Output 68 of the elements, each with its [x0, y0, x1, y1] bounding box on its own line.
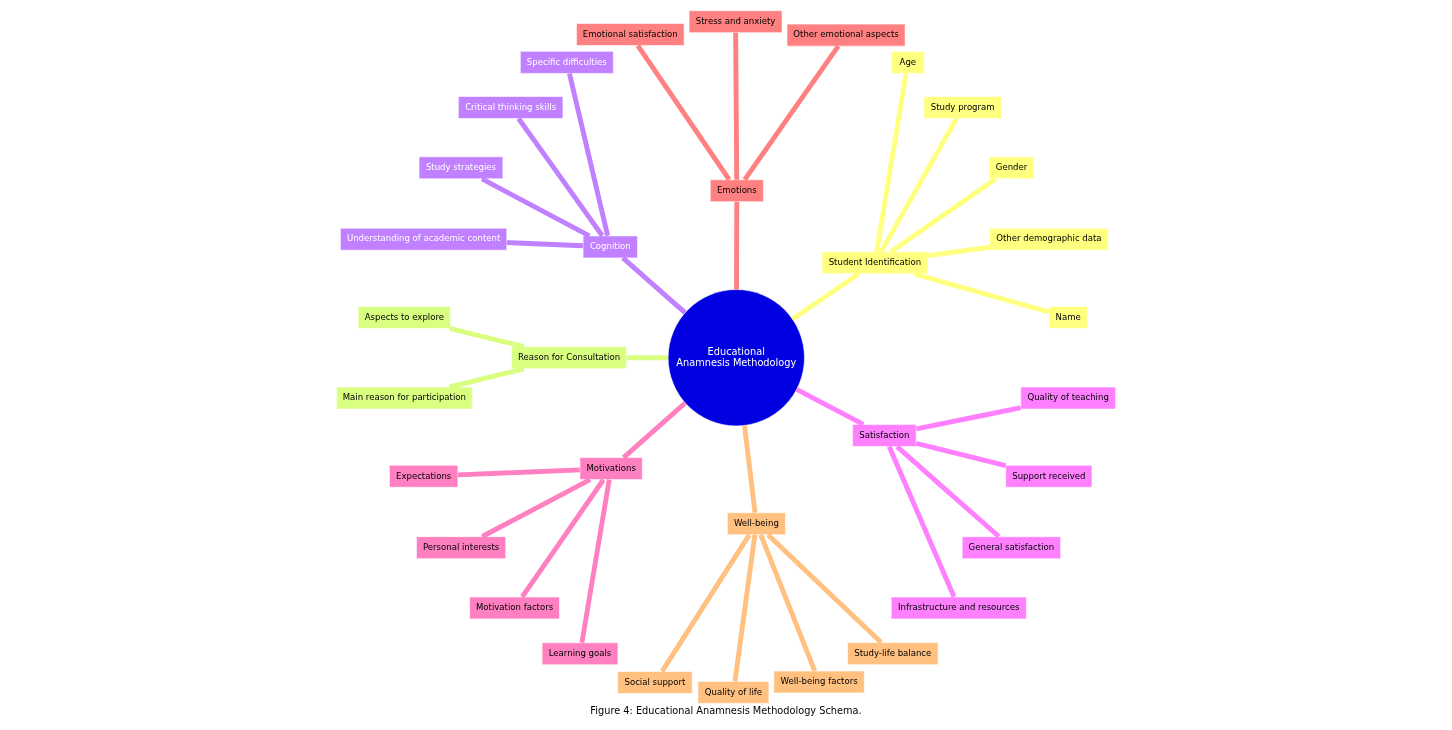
connector	[660, 533, 752, 673]
connector	[448, 326, 525, 350]
connector	[733, 32, 740, 180]
node-box: Name	[1048, 306, 1088, 329]
connector	[626, 355, 669, 361]
node-box: Satisfaction	[852, 424, 917, 447]
node-box: Emotions	[709, 179, 764, 203]
node-box: Motivations	[579, 457, 643, 480]
caption: Figure 4: Educational Anamnesis Methodology Schema.	[590, 704, 862, 716]
node-box: Learning goals	[541, 642, 619, 666]
node-box: Study-life balance	[847, 642, 939, 665]
connector	[886, 445, 957, 598]
node-box: Personal interests	[416, 536, 507, 559]
connector	[915, 405, 1022, 432]
node-box: Reason for Consultation	[511, 346, 627, 370]
node-box: Study strategies	[418, 156, 504, 180]
node-circle: Educational Anamnesis Methodology	[667, 289, 805, 427]
connector	[506, 240, 584, 249]
node-box: Quality of teaching	[1020, 386, 1116, 410]
node-box: Specific difficulties	[520, 51, 614, 74]
connector	[889, 176, 997, 254]
node-box: Quality of life	[697, 681, 770, 704]
connector	[448, 366, 525, 390]
node-box: Motivation factors	[469, 596, 560, 620]
connector	[520, 478, 606, 599]
connector	[791, 271, 861, 322]
node-box: Understanding of academic content	[340, 227, 508, 251]
connector	[913, 271, 1050, 315]
connector	[742, 425, 758, 513]
connector	[734, 201, 740, 290]
connector	[758, 533, 817, 672]
node-box: Other demographic data	[989, 227, 1109, 251]
connector	[480, 176, 591, 238]
node-box: General satisfaction	[961, 536, 1061, 559]
node-box: Well-being	[727, 512, 786, 535]
connector	[895, 444, 1001, 539]
connector	[879, 117, 959, 253]
node-box: Support received	[1005, 464, 1093, 488]
connector	[567, 72, 611, 237]
node-box: Aspects to explore	[357, 306, 451, 329]
connector	[481, 477, 592, 539]
connector	[795, 387, 865, 427]
node-box: Well-being factors	[773, 670, 865, 694]
node-box: Study program	[923, 96, 1002, 119]
node-box: Other emotional aspects	[786, 23, 906, 47]
connector	[457, 467, 580, 478]
connector	[874, 73, 909, 253]
node-box: Gender	[988, 156, 1035, 180]
connector	[621, 256, 687, 315]
node-box: Stress and anxiety	[688, 10, 783, 33]
connector	[732, 534, 758, 682]
connector	[635, 44, 732, 181]
node-box: Expectations	[389, 464, 459, 488]
node-box: Infrastructure and resources	[890, 596, 1027, 620]
connector	[579, 479, 612, 643]
connector	[915, 441, 1007, 468]
node-box: Critical thinking skills	[458, 96, 564, 119]
node-box: Age	[891, 51, 925, 74]
connector	[516, 117, 605, 238]
connector	[742, 44, 841, 181]
connector	[621, 401, 687, 460]
node-box: Main reason for participation	[336, 386, 473, 410]
node-box: Social support	[617, 671, 693, 694]
node-box: Emotional satisfaction	[576, 23, 685, 46]
connector	[927, 244, 990, 258]
node-box: Cognition	[582, 235, 638, 259]
node-box: Student Identification	[821, 251, 929, 275]
connector	[766, 533, 883, 645]
